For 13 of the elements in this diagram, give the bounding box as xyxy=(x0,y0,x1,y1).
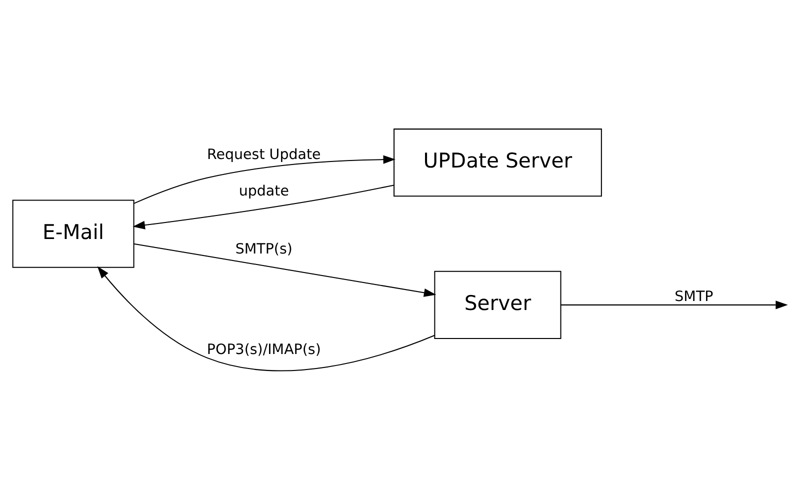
edge-label: SMTP xyxy=(674,289,714,306)
node-box: UPDate Server xyxy=(394,128,602,197)
arrow xyxy=(134,155,396,204)
edge-label: update xyxy=(238,183,289,200)
arrow xyxy=(134,243,436,297)
arrow xyxy=(560,300,788,310)
edge-label: Request Update xyxy=(207,146,321,163)
arrow xyxy=(97,266,435,372)
arrow xyxy=(132,184,394,230)
edge-label: SMTP(s) xyxy=(235,241,292,258)
node-box: Server xyxy=(434,270,562,339)
edge-label: POP3(s)/IMAP(s) xyxy=(206,342,321,358)
node-box: E-Mail xyxy=(12,200,134,268)
